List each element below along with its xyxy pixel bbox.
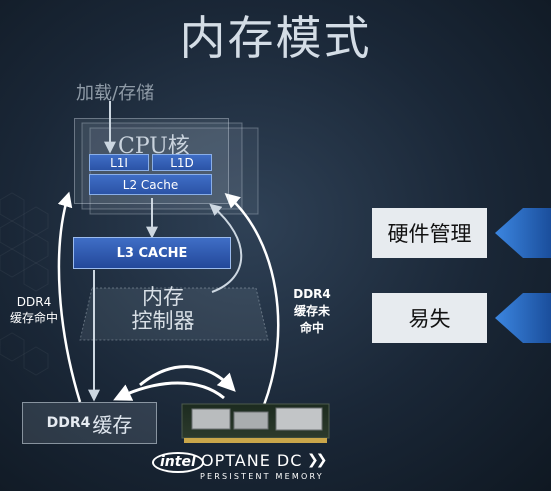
- ddr4-cache-suffix: 缓存: [92, 412, 133, 437]
- ddr4-cache-box: DDR4 缓存: [22, 402, 157, 444]
- intel-logo: intel: [152, 452, 204, 473]
- optane-to-cache-arrow: [113, 381, 225, 401]
- hex-texture: [0, 192, 49, 376]
- ddr4-miss-line2: 缓存未: [293, 304, 330, 318]
- l3-cache: L3 CACHE: [73, 237, 231, 269]
- cache-to-optane-arrow: [139, 365, 236, 392]
- ddr4-cache-miss-label: DDR4 缓存未 命中: [282, 286, 342, 337]
- load-store-label: 加载/存储: [76, 83, 155, 104]
- ddr4-miss-line1: DDR4: [293, 287, 331, 301]
- ddr4-cache-prefix: DDR4: [46, 415, 91, 431]
- ddr4-cache-hit-label: DDR4 缓存命中: [2, 294, 66, 326]
- l2-cache: L2 Cache: [89, 174, 212, 195]
- l1i-cache: L1I: [89, 154, 149, 171]
- hardware-managed-label: 硬件管理: [372, 208, 487, 258]
- volatile-label: 易失: [372, 293, 487, 343]
- optane-dimm: [181, 403, 330, 443]
- ddr4-hit-line1: DDR4: [16, 295, 52, 309]
- volatile-arrow-shape: [495, 293, 551, 343]
- l1d-cache: L1D: [152, 154, 212, 171]
- memory-controller-line2: 控制器: [131, 309, 195, 333]
- ddr4-miss-line3: 命中: [299, 321, 324, 335]
- hardware-managed-arrow-shape: [495, 208, 551, 258]
- optane-subtitle: PERSISTENT MEMORY: [200, 472, 324, 481]
- optane-chevron-icon: ❯❯: [307, 452, 328, 468]
- optane-return-arrow: [224, 193, 280, 406]
- ddr4-hit-line2: 缓存命中: [9, 311, 58, 325]
- memory-controller-label: 内存 控制器: [118, 285, 208, 333]
- optane-name: OPTANE DC: [201, 451, 303, 470]
- page-title: 内存模式: [179, 11, 372, 65]
- memory-controller-line1: 内存: [142, 285, 184, 309]
